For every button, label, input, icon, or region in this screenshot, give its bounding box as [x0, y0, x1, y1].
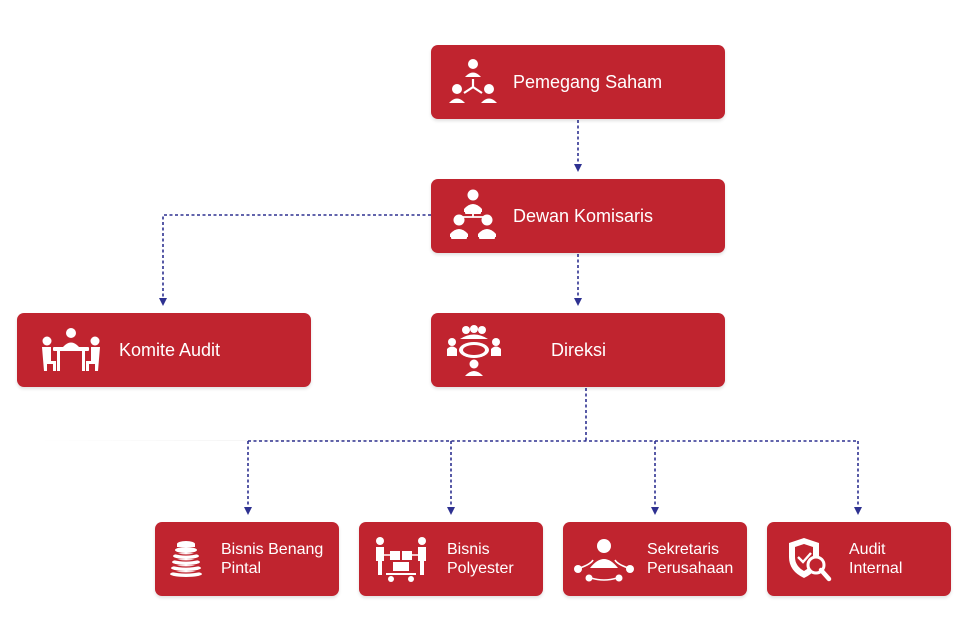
person-network-icon: [571, 534, 637, 584]
node-label-line1: Sekretaris: [647, 540, 720, 558]
node-internal-audit: Audit Internal: [767, 522, 951, 596]
node-polyester-business: Bisnis Polyester: [359, 522, 543, 596]
node-label-line1: Bisnis Benang: [221, 540, 324, 558]
node-corporate-secretary: Sekretaris Perusahaan: [563, 522, 747, 596]
yarn-spool-icon: [167, 539, 205, 579]
conference-table-icon: [445, 324, 503, 376]
node-shareholders: Pemegang Saham: [431, 45, 725, 119]
node-label-line2: Perusahaan: [647, 560, 734, 577]
board-hierarchy-icon: [445, 187, 501, 245]
faint-divider: [34, 440, 594, 441]
node-label-line2: Pintal: [221, 560, 262, 577]
connector-commissioners-to-audit-committee: [159, 214, 431, 306]
people-network-icon: [445, 55, 501, 109]
node-label: Pemegang Saham: [513, 71, 663, 92]
cart-boxes-icon: [373, 535, 429, 583]
node-label-line1: Audit: [849, 540, 886, 558]
node-board-commissioners: Dewan Komisaris: [431, 179, 725, 253]
node-yarn-business: Bisnis Benang Pintal: [155, 522, 339, 596]
node-board-directors: Direksi: [431, 313, 725, 387]
node-audit-committee: Komite Audit: [17, 313, 311, 387]
node-label-line1: Bisnis: [447, 540, 490, 558]
node-label-line2: Polyester: [447, 560, 514, 577]
shield-magnifier-icon: [785, 535, 833, 583]
node-label-line2: Internal: [849, 560, 903, 577]
node-label: Direksi: [551, 339, 607, 360]
node-label: Komite Audit: [119, 339, 221, 360]
node-label: Dewan Komisaris: [513, 205, 654, 226]
meeting-table-icon: [39, 325, 103, 375]
